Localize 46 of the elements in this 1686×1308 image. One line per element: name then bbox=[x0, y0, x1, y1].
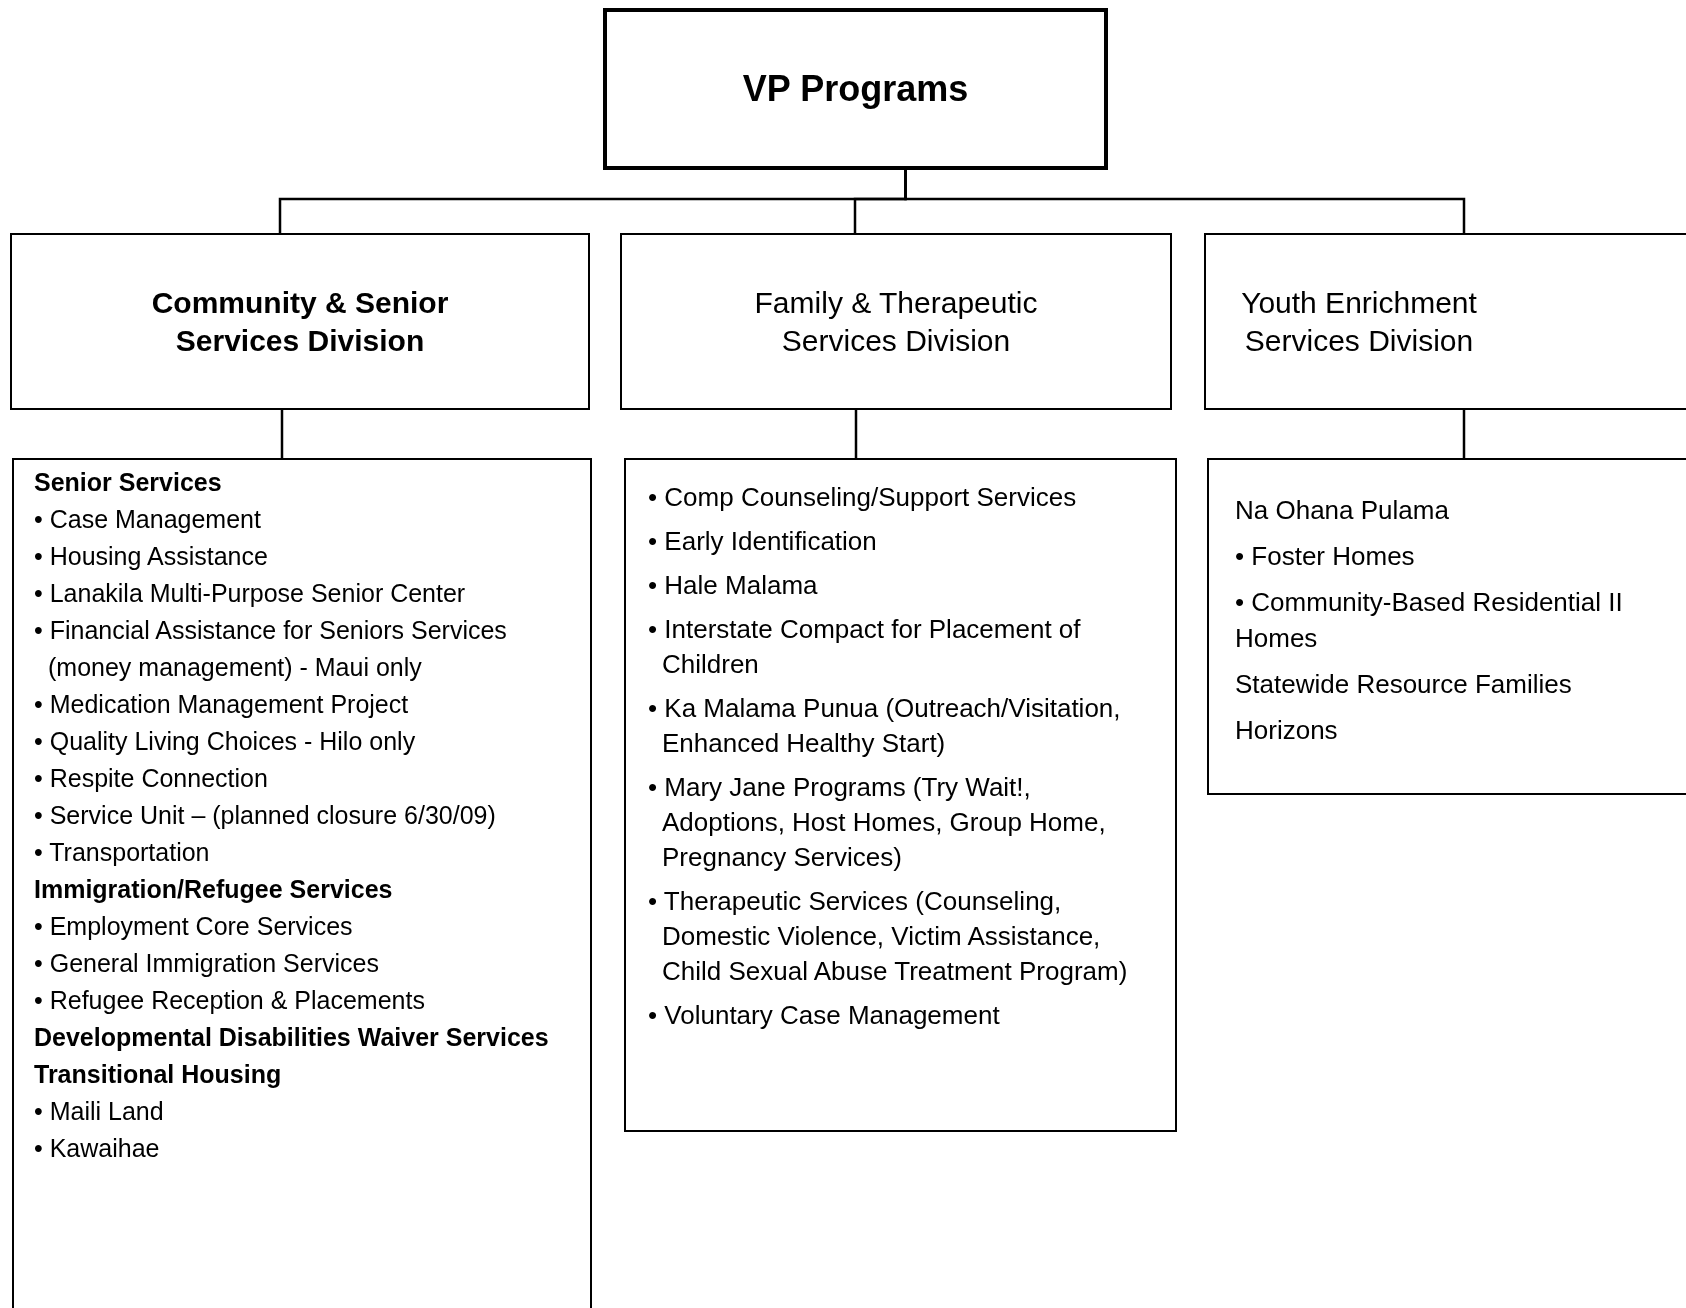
list-item: • Community-Based Residential II Homes bbox=[1234, 586, 1624, 655]
list-item: • Quality Living Choices - Hilo only bbox=[34, 726, 417, 757]
list-item: • Comp Counseling/Support Services bbox=[647, 481, 1078, 514]
box-title: Family & Therapeutic Services Division bbox=[753, 284, 1039, 359]
program-list-box bbox=[12, 458, 592, 1308]
list-item: • Medication Management Project bbox=[34, 689, 410, 720]
list-item: Horizons bbox=[1234, 714, 1339, 747]
list-item: Transitional Housing bbox=[34, 1059, 283, 1090]
list-item: • Case Management bbox=[34, 504, 262, 535]
org-box bbox=[620, 233, 1172, 410]
connector-line bbox=[904, 170, 1466, 233]
org-box bbox=[10, 233, 590, 410]
box-title: VP Programs bbox=[742, 67, 969, 111]
list-item: • Early Identification bbox=[647, 525, 878, 558]
list-item: • Respite Connection bbox=[34, 763, 269, 794]
org-box bbox=[1204, 233, 1686, 410]
org-box bbox=[603, 8, 1108, 170]
list-item: • Interstate Compact for Placement of Children bbox=[647, 613, 1082, 681]
list-item: Developmental Disabilities Waiver Services bbox=[34, 1022, 550, 1053]
connector-line bbox=[854, 410, 858, 458]
connector-line bbox=[280, 410, 284, 458]
list-item: • Voluntary Case Management bbox=[647, 999, 1001, 1032]
list-item: • Mary Jane Programs (Try Wait!, Adoptions, Host Homes, Group Home, Pregnancy Services) bbox=[647, 771, 1107, 874]
list-item: • Therapeutic Services (Counseling, Domestic Violence, Victim Assistance, Child Sexual Abuse Treatment Program) bbox=[647, 885, 1129, 988]
list-item: • Ka Malama Punua (Outreach/Visitation, Enhanced Healthy Start) bbox=[647, 692, 1122, 760]
box-title: Youth Enrichment Services Division bbox=[1240, 284, 1478, 359]
list-item: • Transportation bbox=[34, 837, 211, 868]
box-title: Community & Senior Services Division bbox=[150, 284, 450, 359]
list-item: Senior Services bbox=[34, 467, 223, 498]
list-item: • General Immigration Services bbox=[34, 948, 380, 979]
list-item: • Foster Homes bbox=[1234, 540, 1416, 573]
list-item: • Kawaihae bbox=[34, 1133, 161, 1164]
program-list-box bbox=[1207, 458, 1686, 795]
list-item: Immigration/Refugee Services bbox=[34, 874, 394, 905]
list-item: • Refugee Reception & Placements bbox=[34, 985, 426, 1016]
list-item: Statewide Resource Families bbox=[1234, 668, 1573, 701]
list-item: • Maili Land bbox=[34, 1096, 165, 1127]
list-item: • Service Unit – (planned closure 6/30/09) bbox=[34, 800, 497, 831]
list-item: • Employment Core Services bbox=[34, 911, 354, 942]
list-item: • Lanakila Multi-Purpose Senior Center bbox=[34, 578, 467, 609]
list-item: • Hale Malama bbox=[647, 569, 819, 602]
list-item: Na Ohana Pulama bbox=[1234, 494, 1450, 527]
program-list-box bbox=[624, 458, 1177, 1132]
connector-line bbox=[1462, 410, 1466, 458]
list-item: • Housing Assistance bbox=[34, 541, 269, 572]
list-item: • Financial Assistance for Seniors Services (money management) - Maui only bbox=[34, 615, 508, 683]
